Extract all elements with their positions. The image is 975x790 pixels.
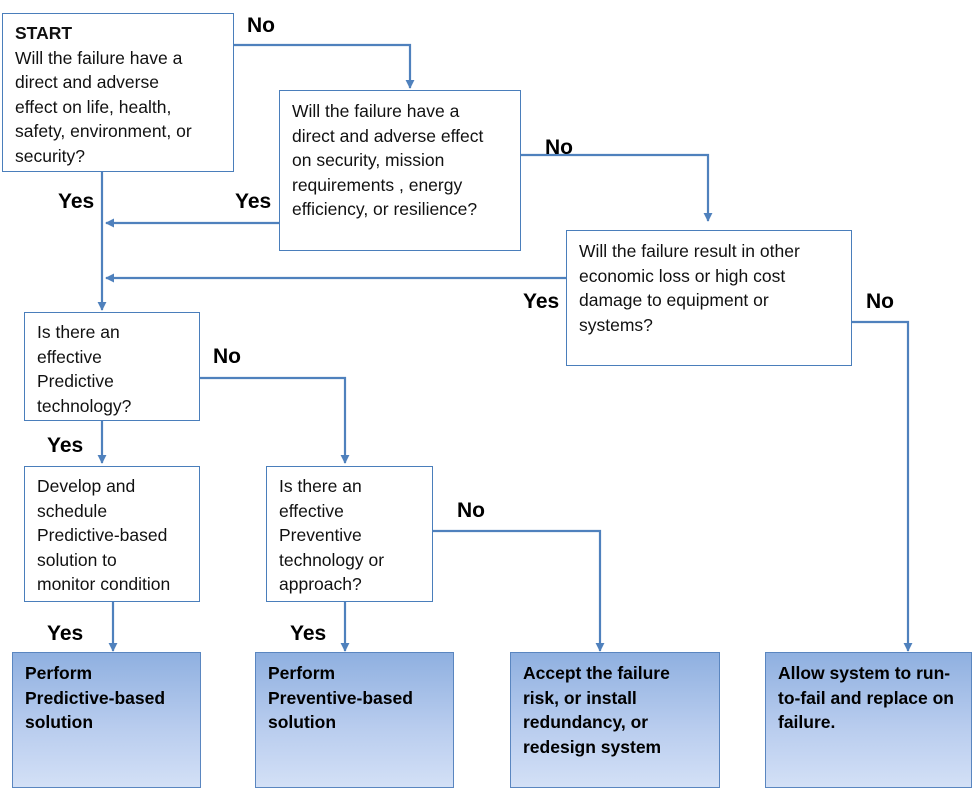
start-question-line: Will the failure have a bbox=[15, 47, 183, 68]
edge-label-preventive-yes: Yes bbox=[290, 622, 327, 645]
develop-predictive-box: Develop and schedule Predictive-based so… bbox=[24, 466, 200, 602]
security-question-line: requirements , energy bbox=[292, 174, 463, 195]
perform-preventive-line: Perform bbox=[268, 663, 336, 683]
start-question-line: effect on life, health, bbox=[15, 96, 172, 117]
start-decision-box: START Will the failure have a direct and… bbox=[2, 13, 234, 172]
run-to-fail-line: to-fail and replace on bbox=[778, 687, 954, 708]
run-to-fail-terminal: Allow system to run- to-fail and replace… bbox=[765, 652, 972, 788]
connector-preventive-no bbox=[433, 529, 605, 652]
perform-predictive-terminal: Perform Predictive-based solution bbox=[12, 652, 201, 788]
start-question-line: direct and adverse bbox=[15, 72, 159, 93]
accept-risk-line: risk, or install bbox=[523, 687, 637, 708]
develop-predictive-line: Predictive-based bbox=[37, 525, 168, 546]
connector-predictive-no bbox=[200, 376, 350, 464]
accept-risk-line: redesign system bbox=[523, 736, 662, 757]
edge-label-start-no: No bbox=[247, 14, 275, 37]
connector-economic-no bbox=[852, 320, 913, 652]
predictive-question-line: technology? bbox=[37, 395, 132, 416]
edge-label-start-yes: Yes bbox=[58, 190, 95, 213]
perform-predictive-line: Perform bbox=[25, 663, 93, 683]
predictive-question-line: effective bbox=[37, 346, 102, 367]
security-question-line: Will the failure have a bbox=[292, 101, 460, 121]
economic-decision-box: Will the failure result in other economi… bbox=[566, 230, 852, 366]
run-to-fail-line: failure. bbox=[778, 712, 836, 733]
perform-predictive-line: solution bbox=[25, 712, 94, 733]
accept-risk-line: redundancy, or bbox=[523, 712, 649, 733]
start-question-line: safety, environment, or bbox=[15, 121, 192, 142]
perform-predictive-line: Predictive-based bbox=[25, 687, 166, 708]
connector-start-no bbox=[234, 43, 415, 89]
accept-risk-line: Accept the failure bbox=[523, 663, 670, 683]
edge-label-economic-yes: Yes bbox=[523, 290, 560, 313]
perform-preventive-terminal: Perform Preventive-based solution bbox=[255, 652, 454, 788]
security-question-line: on security, mission bbox=[292, 150, 445, 171]
edge-label-security-no: No bbox=[545, 136, 573, 159]
perform-preventive-line: solution bbox=[268, 712, 337, 733]
economic-question-line: Will the failure result in other bbox=[579, 241, 800, 261]
economic-question-line: damage to equipment or bbox=[579, 290, 769, 311]
preventive-question-line: effective bbox=[279, 500, 344, 521]
edge-label-preventive-no: No bbox=[457, 499, 485, 522]
security-decision-box: Will the failure have a direct and adver… bbox=[279, 90, 521, 251]
start-question-line: security? bbox=[15, 145, 86, 166]
preventive-question-line: Is there an bbox=[279, 476, 362, 496]
edge-label-predictive-yes: Yes bbox=[47, 434, 84, 457]
develop-predictive-line: solution to bbox=[37, 549, 117, 570]
security-question-line: direct and adverse effect bbox=[292, 125, 484, 146]
preventive-question-line: approach? bbox=[279, 574, 362, 595]
security-question-line: efficiency, or resilience? bbox=[292, 199, 478, 220]
preventive-question-line: technology or bbox=[279, 549, 385, 570]
edge-label-predictive-no: No bbox=[213, 345, 241, 368]
run-to-fail-line: Allow system to run- bbox=[778, 663, 951, 683]
accept-risk-terminal: Accept the failure risk, or install redu… bbox=[510, 652, 720, 788]
edge-label-security-yes: Yes bbox=[235, 190, 272, 213]
edge-label-develop-yes: Yes bbox=[47, 622, 84, 645]
preventive-question-line: Preventive bbox=[279, 525, 362, 546]
edge-label-economic-no: No bbox=[866, 290, 894, 313]
economic-question-line: systems? bbox=[579, 314, 653, 335]
preventive-decision-box: Is there an effective Preventive technol… bbox=[266, 466, 433, 602]
predictive-decision-box: Is there an effective Predictive technol… bbox=[24, 312, 200, 421]
start-label: START bbox=[15, 23, 73, 43]
predictive-question-line: Is there an bbox=[37, 322, 120, 342]
develop-predictive-line: schedule bbox=[37, 500, 108, 521]
perform-preventive-line: Preventive-based bbox=[268, 687, 413, 708]
develop-predictive-line: monitor condition bbox=[37, 574, 171, 595]
economic-question-line: economic loss or high cost bbox=[579, 265, 786, 286]
connector-security-no bbox=[521, 153, 713, 222]
develop-predictive-line: Develop and bbox=[37, 476, 136, 496]
predictive-question-line: Predictive bbox=[37, 371, 114, 392]
